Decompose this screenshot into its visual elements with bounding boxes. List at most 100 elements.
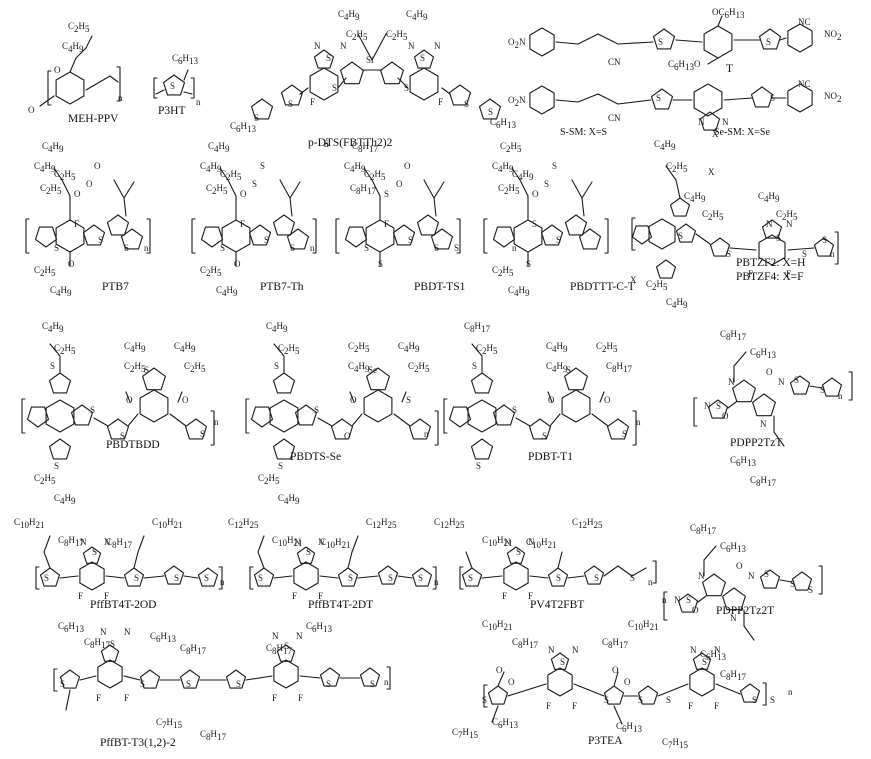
molecule-name: PBDT-TS1: [414, 281, 466, 293]
atom-label: O: [624, 677, 631, 687]
atom-label: N: [548, 645, 555, 655]
atom-label: S: [326, 679, 332, 689]
thiophene-ring: [655, 259, 677, 279]
bond: [401, 391, 407, 403]
benzene-ring: [79, 561, 105, 591]
polymer-bracket: [693, 397, 698, 427]
alkyl-chain-label: C8H17: [350, 183, 377, 196]
structure-skeleton: [39, 35, 121, 107]
atom-label: S: [324, 139, 330, 149]
thiophene-ring: [100, 644, 120, 662]
bond: [143, 575, 165, 579]
thiophene-ring: [408, 418, 432, 440]
alkyl-chain-label: C4H9: [50, 285, 72, 298]
thiophene-ring: [413, 49, 435, 69]
molecule-name: PffBT4T-2DT: [308, 599, 374, 611]
thiophene-ring: [319, 667, 341, 687]
thiophene-ring: [225, 669, 247, 689]
atom-label: F: [502, 591, 508, 601]
structure-skeleton: [443, 343, 637, 460]
bond: [155, 89, 165, 95]
atom-label: S: [332, 83, 338, 93]
atom-label: N: [572, 645, 579, 655]
alkyl-chain-label: C8H17: [690, 523, 717, 536]
alkyl-chain-label: C8H17: [266, 643, 293, 656]
atom-label: N: [100, 627, 107, 637]
benzene-ring: [363, 389, 393, 423]
bond: [707, 57, 719, 65]
bond: [557, 551, 563, 569]
atom-label: F: [688, 701, 694, 711]
alkyl-chain-label: C4H9: [208, 141, 230, 154]
thiophene-ring: [162, 74, 186, 96]
atom-label: O: [54, 65, 61, 75]
polymer-bracket: [818, 565, 823, 595]
thiophene-ring: [789, 375, 811, 395]
bond: [177, 391, 183, 403]
bond: [657, 683, 689, 697]
bond: [273, 343, 285, 357]
benzene-ring: [273, 659, 299, 689]
bond: [787, 247, 815, 251]
atom-label: S: [274, 361, 280, 371]
bond: [183, 575, 199, 579]
alkyl-chain-label: C8H17: [720, 669, 747, 682]
alkyl-chain-label: C2H5: [54, 169, 76, 182]
atom-label: F: [786, 269, 792, 279]
atom-label: S: [50, 361, 56, 371]
atom-label: S: [622, 429, 628, 439]
repeat-unit-n: n: [830, 249, 835, 259]
bond: [511, 167, 521, 181]
thiophene-ring: [179, 669, 201, 689]
alkyl-chain-label: C10H21: [482, 619, 513, 632]
bond: [597, 33, 619, 45]
molecule-name-variant: PBTZF4: X=F: [736, 271, 804, 283]
thiophene-ring: [470, 372, 494, 394]
atom-label: S: [702, 657, 708, 667]
atom-label: O: [234, 259, 241, 269]
atom-label: O: [28, 105, 35, 115]
bond: [547, 391, 553, 403]
thiophene-ring: [248, 224, 272, 246]
atom-label: O: [722, 411, 729, 421]
atom-label: N: [318, 537, 325, 547]
thiophene-ring: [276, 644, 296, 662]
molecule-name: PBTZF2: X=H: [736, 257, 806, 269]
atom-label: S: [290, 243, 296, 253]
atom-label: S: [406, 395, 412, 405]
bond: [127, 413, 139, 427]
atom-label: S: [766, 37, 772, 47]
polymer-bracket: [21, 398, 26, 434]
atom-label: S: [666, 695, 672, 705]
atom-label: X: [708, 167, 715, 177]
structure-skeleton: [529, 83, 813, 131]
bond: [617, 41, 654, 45]
benzene-ring: [529, 85, 555, 115]
atom-label: S: [776, 233, 782, 243]
atom-label: O: [766, 367, 773, 377]
molecule-name: S-SM: X=S: [560, 127, 608, 138]
molecule-name: PTB7: [102, 281, 129, 293]
polymer-bracket: [245, 398, 250, 434]
thiophene-ring: [461, 567, 483, 587]
structure-skeleton: [335, 167, 461, 267]
alkyl-chain-label: C4H9: [546, 341, 568, 354]
atom-label: S: [552, 161, 558, 171]
atom-label: S: [770, 93, 776, 103]
atom-label: O: [612, 665, 619, 675]
thiophene-ring: [366, 367, 390, 391]
structure-skeleton: [25, 167, 151, 267]
alkyl-chain-label: C10H21: [320, 537, 351, 550]
benzene-ring: [467, 399, 497, 433]
thiophene-ring: [377, 565, 399, 585]
alkyl-chain-label: OC6H13: [712, 7, 745, 20]
alkyl-chain-label: C2H5: [184, 361, 206, 374]
bond: [65, 689, 71, 711]
atom-label: S: [658, 37, 664, 47]
thiophene-ring: [82, 546, 102, 564]
polymer-bracket: [848, 371, 853, 401]
alkyl-chain-label: C4H9: [512, 169, 534, 182]
